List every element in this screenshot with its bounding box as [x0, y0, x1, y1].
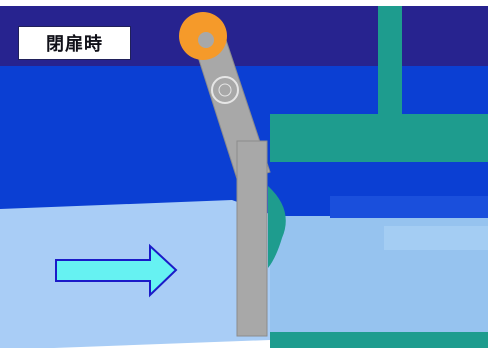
teal-bottom-strip [270, 332, 488, 348]
teal-seal [268, 186, 286, 268]
teal-beam [270, 114, 488, 162]
bottom-border [0, 348, 488, 358]
gate-leaf [236, 140, 268, 337]
top-border [0, 0, 488, 6]
hinge-circle-inner [218, 83, 232, 97]
water-right-highlight [384, 226, 488, 250]
state-label: 閉扉時 [18, 26, 131, 60]
flow-arrow [55, 243, 178, 298]
teal-post [378, 6, 402, 120]
pivot-pin [198, 32, 214, 48]
blue-channel-band-lower [330, 196, 488, 218]
hinge-circle [211, 76, 239, 104]
